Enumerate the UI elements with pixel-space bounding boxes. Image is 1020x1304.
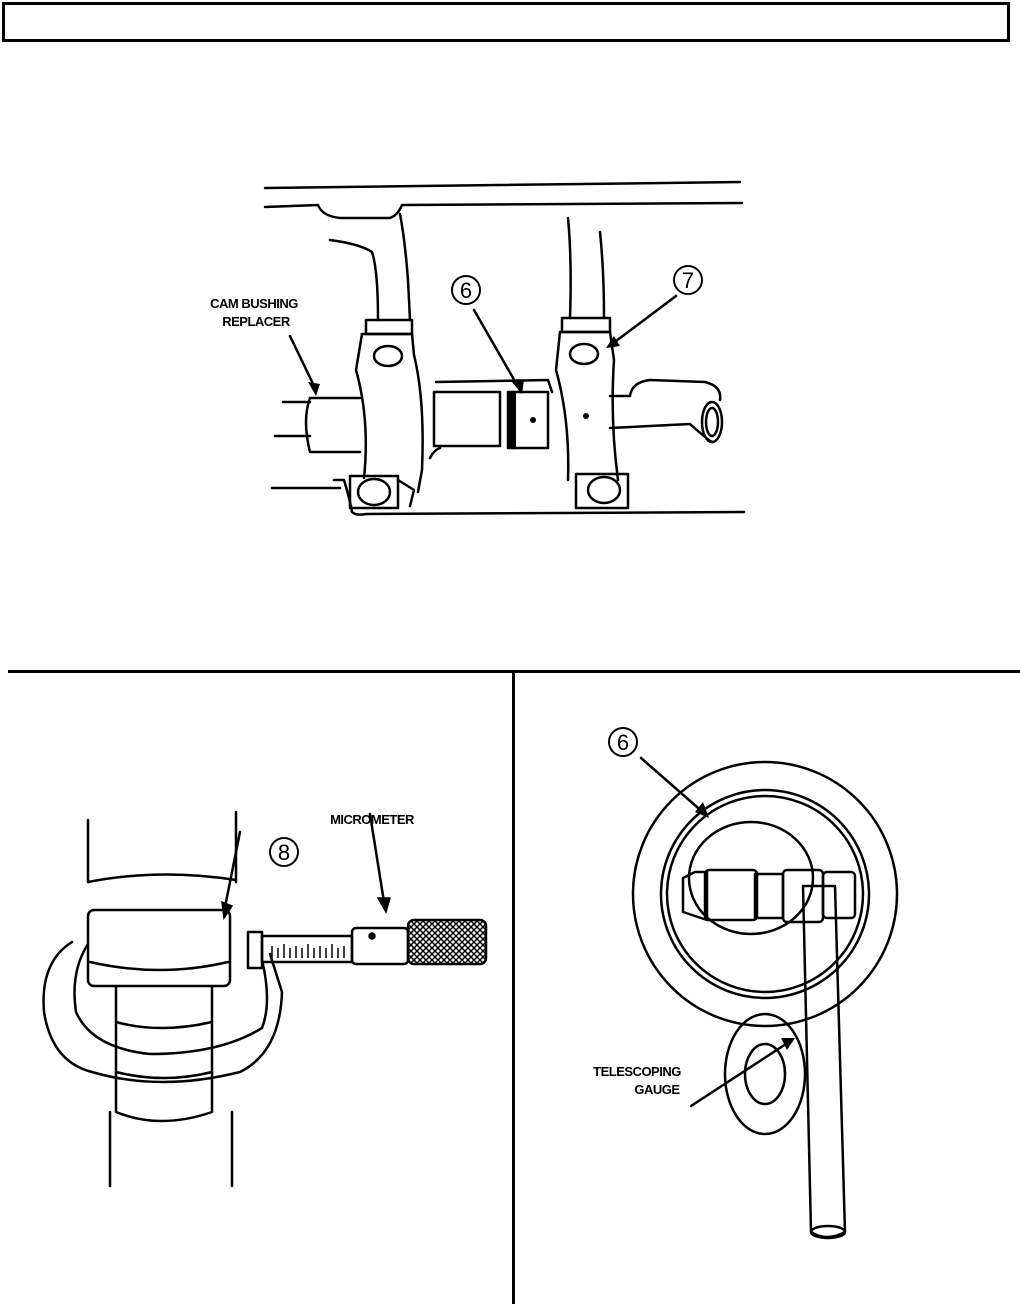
callout-8: 8 <box>278 840 290 865</box>
telescoping-gauge-illustration: 6 TELESCOPING GAUGE <box>515 672 1020 1304</box>
micrometer-label: MICROMETER <box>330 812 415 827</box>
callout-6: 6 <box>460 278 472 303</box>
telescoping-label-line2: GAUGE <box>634 1082 680 1097</box>
callout-6-right: 6 <box>617 730 629 755</box>
cam-bushing-label-line2: REPLACER <box>222 314 291 329</box>
cam-bushing-label-line1: CAM BUSHING <box>210 296 298 311</box>
telescoping-label-line1: TELESCOPING <box>593 1064 681 1079</box>
callout-7: 7 <box>682 268 694 293</box>
cam-bushing-illustration: 6 7 CAM BUSHING REPLACER <box>0 0 1020 660</box>
micrometer-illustration: 8 MICROMETER <box>0 672 512 1304</box>
